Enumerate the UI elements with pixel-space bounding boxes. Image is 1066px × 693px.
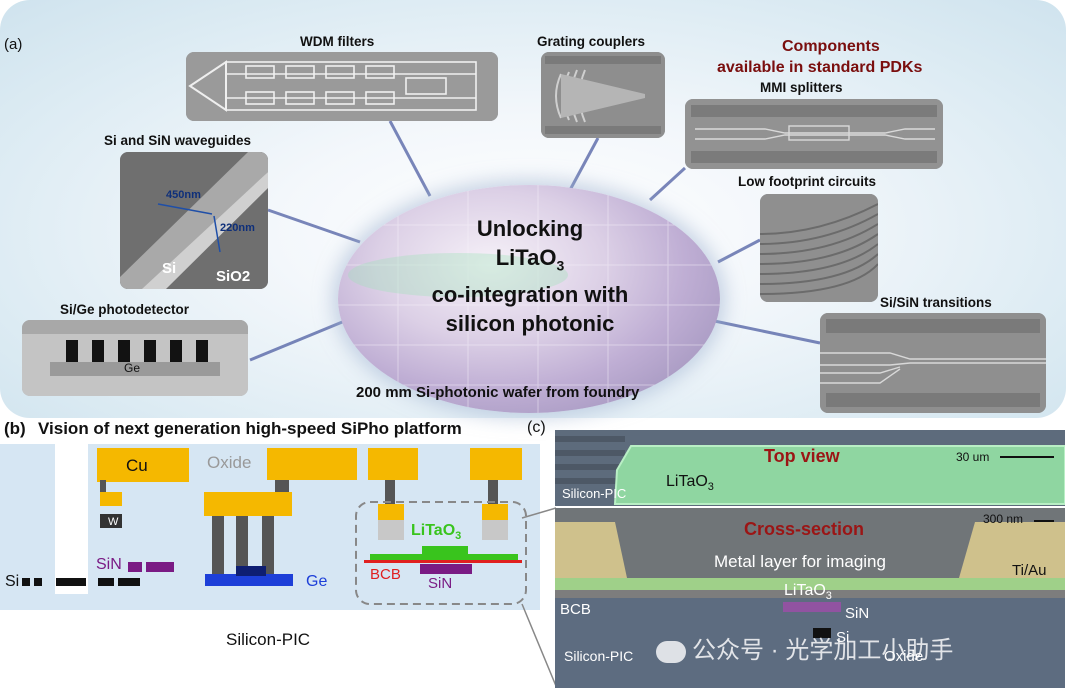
wafer-title-line2: LiTaO3 — [495, 245, 565, 274]
sin-bottom-label: SiN — [428, 575, 453, 592]
bcb-label: BCB — [370, 566, 401, 583]
wdm-filter-image — [186, 52, 498, 121]
cross-sin-label: SiN — [845, 605, 870, 622]
waveguide-sio2-label: SiO2 — [216, 268, 251, 285]
cu-label: Cu — [126, 456, 148, 475]
label-grating-couplers: Grating couplers — [537, 34, 646, 49]
cross-section-scale-bar — [1034, 520, 1054, 522]
silicon-pic-caption: Silicon-PIC — [226, 630, 311, 649]
waveguide-pattern — [120, 152, 268, 289]
top-view-silicon-pic-label: Silicon-PIC — [562, 486, 627, 501]
litao3-label: LiTaO3 — [411, 522, 462, 543]
silicon-wafer — [338, 185, 720, 413]
wdm-filter-pattern — [186, 52, 498, 121]
platform-diagram-shapes — [22, 444, 527, 605]
photodetector-image — [22, 320, 248, 396]
top-view-pattern — [555, 430, 1066, 506]
sin-label: SiN — [96, 556, 122, 573]
photodetector-pattern — [22, 320, 248, 396]
top-view-litao3-label: LiTaO3 — [666, 473, 714, 494]
cross-oxide-label: Oxide — [884, 648, 924, 665]
cross-section-title: Cross-section — [744, 519, 865, 539]
mmi-splitter-pattern — [685, 99, 943, 169]
mmi-splitter-image — [685, 99, 943, 169]
oxide-label: Oxide — [207, 453, 252, 472]
label-wdm-filters: WDM filters — [300, 34, 375, 49]
top-view-scale-label: 30 um — [956, 450, 990, 464]
panel-a-label: (a) — [4, 36, 23, 53]
panel-b-label: (b) — [4, 419, 26, 438]
label-mmi-splitters: MMI splitters — [760, 80, 843, 95]
grating-coupler-pattern — [541, 52, 665, 138]
top-view-scale-bar — [1000, 456, 1054, 458]
watermark: 公众号 · 光学加工小助手 — [656, 630, 953, 665]
wafer-title-line1: Unlocking — [476, 216, 584, 241]
low-footprint-pattern — [760, 194, 878, 302]
pdk-title-line2: available in standard PDKs — [717, 59, 923, 76]
label-low-footprint: Low footprint circuits — [738, 174, 876, 189]
metal-layer-label: Metal layer for imaging — [714, 552, 886, 571]
wafer-caption: 200 mm Si-photonic wafer from foundry — [356, 384, 640, 401]
label-photodetector: Si/Ge photodetector — [60, 302, 190, 317]
panel-c-label: (c) — [527, 419, 546, 436]
wafer-title-line3: co-integration with — [431, 282, 629, 308]
wafer-title-line4: silicon photonic — [445, 311, 615, 337]
wafer-die-grid — [338, 185, 720, 413]
waveguide-si-label: Si — [162, 260, 177, 277]
photodetector-ge-label: Ge — [124, 361, 141, 375]
cross-section-scale-label: 300 nm — [983, 512, 1024, 526]
transitions-image — [820, 313, 1046, 413]
cross-si-label: Si — [836, 629, 850, 646]
tiau-label: Ti/Au — [1012, 562, 1047, 579]
label-waveguides: Si and SiN waveguides — [104, 133, 252, 148]
waveguide-width-label: 450nm — [166, 189, 201, 201]
waveguide-height-label: 220nm — [220, 222, 255, 234]
cross-bcb-label: BCB — [560, 601, 591, 618]
wechat-icon — [656, 640, 686, 663]
cross-litao3-label: LiTaO3 — [784, 582, 832, 603]
transitions-pattern — [820, 313, 1046, 413]
si-label: Si — [5, 573, 20, 590]
waveguide-sem-image — [120, 152, 268, 289]
connector-lines — [249, 120, 821, 362]
ge-label: Ge — [306, 573, 328, 590]
grating-coupler-image — [541, 52, 665, 138]
cross-section-micrograph — [555, 508, 1065, 688]
cross-silicon-pic-label: Silicon-PIC — [564, 648, 634, 664]
wafer-title: Unlocking LiTaO3 co-integration with sil… — [410, 214, 650, 338]
top-view-micrograph — [555, 430, 1066, 506]
w-label: W — [108, 516, 119, 528]
cross-section-pattern — [555, 508, 1065, 688]
low-footprint-image — [760, 194, 878, 302]
top-view-title: Top view — [764, 446, 840, 466]
pdk-title-line1: Components — [782, 38, 880, 55]
panel-b-title: Vision of next generation high-speed SiP… — [38, 419, 462, 438]
label-transitions: Si/SiN transitions — [880, 295, 992, 310]
zoom-connector-lines — [521, 507, 557, 687]
